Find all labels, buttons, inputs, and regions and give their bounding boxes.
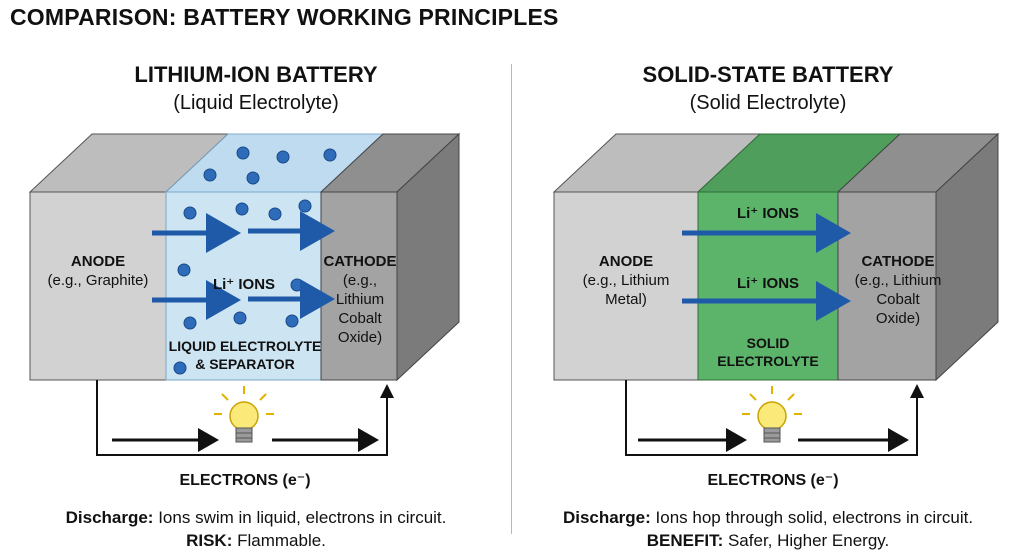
cathode-label: CATHODE (e.g., Lithium Cobalt Oxide) — [318, 252, 402, 347]
cathode-name: CATHODE — [861, 253, 935, 270]
solid-state-diagram — [552, 132, 1000, 456]
ion-arrows — [152, 211, 335, 320]
cathode-side-face — [935, 132, 999, 382]
li-ions-label-bottom: Li⁺ IONS — [736, 275, 800, 292]
discharge-key: Discharge: — [65, 508, 154, 527]
risk-text: Flammable. — [232, 531, 326, 550]
external-circuit — [96, 380, 388, 456]
solid-electrolyte-line2: ELECTROLYTE — [717, 353, 819, 369]
cathode-detail-line1: (e.g., Lithium — [854, 272, 942, 289]
anode-detail-line2: Metal) — [605, 291, 647, 308]
anode-name: ANODE — [598, 253, 654, 270]
cathode-detail-line2: Cobalt — [338, 310, 382, 327]
discharge-caption: Discharge: Ions swim in liquid, electron… — [0, 508, 512, 528]
li-ions-label: Li⁺ IONS — [212, 276, 276, 293]
cathode-side-face — [396, 132, 460, 382]
li-ion-particles — [173, 146, 337, 375]
cathode-label: CATHODE (e.g., Lithium Cobalt Oxide) — [838, 252, 958, 328]
ion-arrows — [682, 213, 851, 321]
cathode-detail-line3: Oxide) — [875, 310, 921, 327]
solid-state-panel: SOLID-STATE BATTERY (Solid Electrolyte) — [512, 0, 1024, 559]
light-bulb-icon — [742, 386, 802, 443]
anode-front-face — [29, 191, 167, 381]
lithium-ion-subheading: (Liquid Electrolyte) — [173, 92, 339, 114]
li-ions-label-top: Li⁺ IONS — [736, 205, 800, 222]
electrolyte-label: LIQUID ELECTROLYTE & SEPARATOR — [166, 337, 324, 373]
benefit-key: BENEFIT: — [646, 531, 724, 550]
discharge-caption: Discharge: Ions hop through solid, elect… — [512, 508, 1024, 528]
risk-key: RISK: — [186, 531, 233, 550]
page-title: COMPARISON: BATTERY WORKING PRINCIPLES — [10, 4, 559, 30]
cathode-front-face — [837, 191, 937, 381]
benefit-text: Safer, Higher Energy. — [723, 531, 890, 550]
cathode-detail-line2: Cobalt — [876, 291, 920, 308]
electrons-label: ELECTRONS (e⁻) — [707, 472, 839, 489]
lithium-ion-heading: LITHIUM-ION BATTERY — [134, 62, 378, 87]
solid-state-subheading: (Solid Electrolyte) — [689, 92, 847, 114]
electrolyte-label-line2: & SEPARATOR — [195, 356, 295, 372]
lithium-ion-diagram — [28, 132, 461, 456]
circuit-arrow-up — [380, 384, 394, 398]
cathode-detail-line3: Oxide) — [337, 329, 383, 346]
anode-front-face — [553, 191, 699, 381]
circuit-arrow-up — [910, 384, 924, 398]
electrons-label: ELECTRONS (e⁻) — [179, 472, 311, 489]
anode-detail: (e.g., Graphite) — [47, 272, 149, 289]
solid-electrolyte-line1: SOLID — [746, 335, 790, 351]
cathode-detail-line1: (e.g., Lithium — [335, 272, 385, 308]
risk-caption: RISK: Flammable. — [0, 531, 512, 551]
discharge-text: Ions hop through solid, electrons in cir… — [650, 508, 974, 527]
panel-divider — [511, 64, 512, 534]
anode-detail-line1: (e.g., Lithium — [582, 272, 670, 289]
anode-label: ANODE (e.g., Lithium Metal) — [554, 252, 698, 309]
electrolyte-label-line1: LIQUID ELECTROLYTE — [168, 338, 322, 354]
discharge-text: Ions swim in liquid, electrons in circui… — [153, 508, 447, 527]
electrolyte-front-face — [697, 191, 839, 381]
benefit-caption: BENEFIT: Safer, Higher Energy. — [512, 531, 1024, 551]
lithium-ion-panel: LITHIUM-ION BATTERY (Liquid Electrolyte) — [0, 62, 512, 551]
solid-state-heading: SOLID-STATE BATTERY — [642, 62, 894, 87]
discharge-key: Discharge: — [562, 508, 651, 527]
anode-name: ANODE — [70, 253, 126, 270]
anode-label: ANODE (e.g., Graphite) — [28, 252, 168, 290]
solid-electrolyte-label: SOLID ELECTROLYTE — [698, 334, 838, 370]
light-bulb-icon — [214, 386, 274, 443]
cathode-name: CATHODE — [323, 253, 397, 270]
external-circuit — [625, 380, 918, 456]
